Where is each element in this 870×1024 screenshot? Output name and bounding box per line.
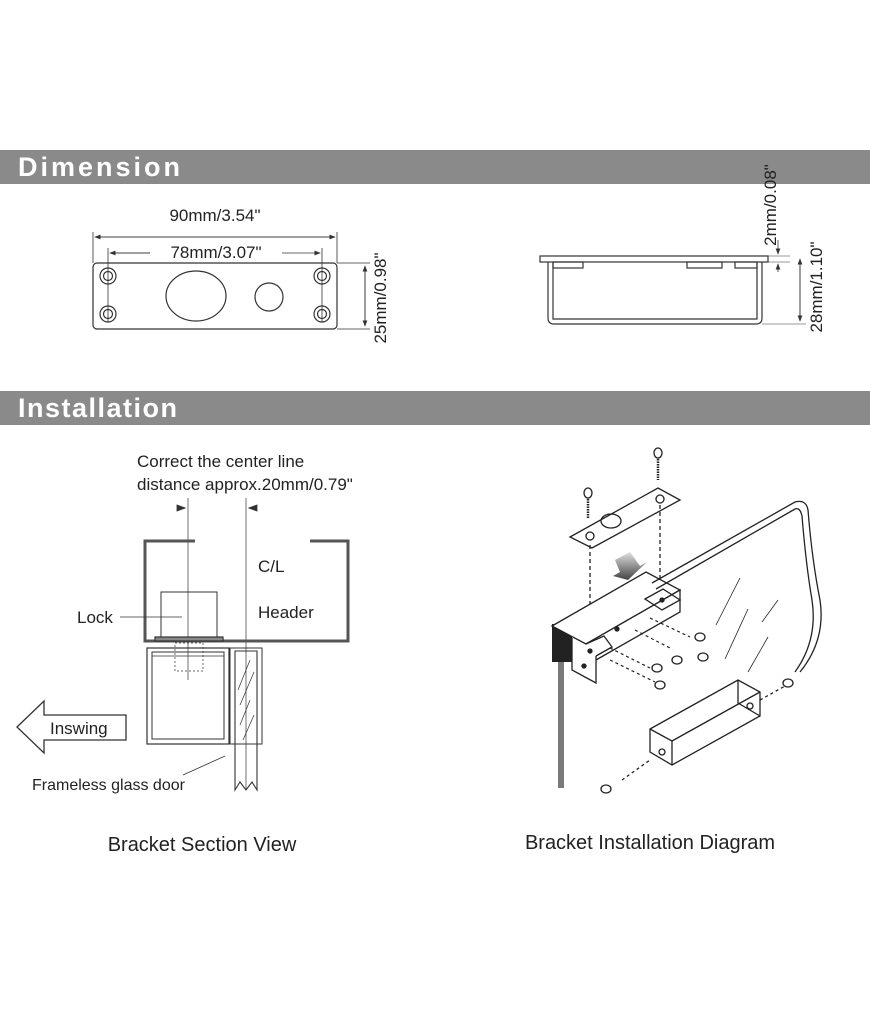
bracket-side-view	[539, 240, 806, 325]
bracket-section-view	[16, 498, 350, 792]
dimension-title: Dimension	[18, 152, 184, 182]
center-line-note-line2: distance approx.20mm/0.79"	[137, 475, 353, 494]
dim-28mm-label: 28mm/1.10"	[807, 241, 826, 332]
dimension-header-band: Dimension	[0, 150, 870, 184]
dim-90mm-label: 90mm/3.54"	[169, 206, 260, 225]
lock-label: Lock	[77, 608, 113, 627]
cl-label: C/L	[258, 557, 284, 576]
dim-2mm-label: 2mm/0.08"	[761, 164, 780, 246]
screw-icon	[651, 632, 709, 690]
mounting-plate-top-view	[92, 232, 370, 330]
installation-header-band: Installation	[0, 391, 870, 425]
dim-25mm-label: 25mm/0.98"	[371, 252, 390, 343]
screw-icon	[583, 447, 663, 518]
bracket-installation-diagram	[550, 447, 822, 794]
round-cutout	[254, 282, 284, 312]
glass-door-label: Frameless glass door	[32, 777, 186, 794]
dim-78mm-label: 78mm/3.07"	[170, 243, 261, 262]
inswing-arrow-icon	[16, 699, 127, 755]
installation-title: Installation	[18, 393, 179, 423]
header-label: Header	[258, 603, 314, 622]
caption-section-view: Bracket Section View	[108, 834, 297, 856]
center-line-note-line1: Correct the center line	[137, 452, 304, 471]
caption-installation-diagram: Bracket Installation Diagram	[525, 832, 775, 854]
inswing-label: Inswing	[50, 719, 108, 738]
down-arrow-icon	[613, 552, 647, 580]
oval-cutout	[165, 270, 227, 322]
